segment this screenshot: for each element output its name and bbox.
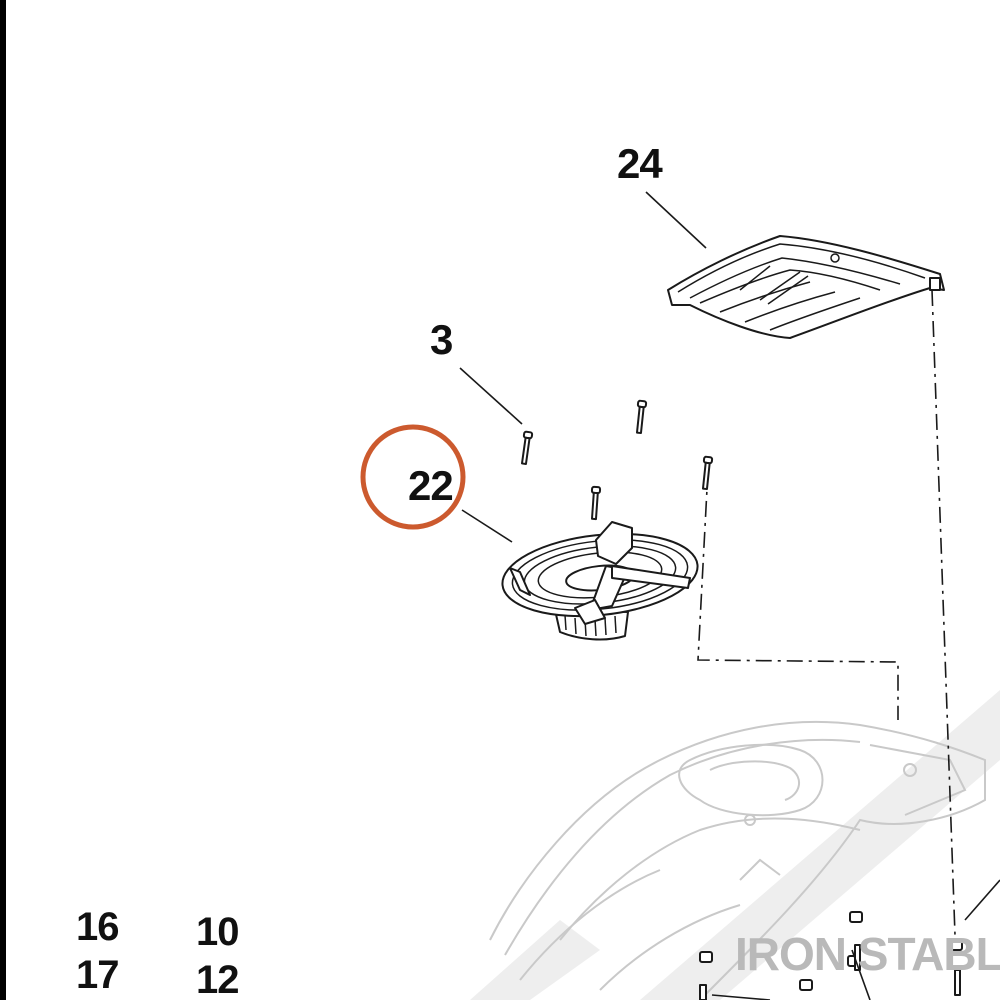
part-3-screws xyxy=(520,399,714,521)
part-24-grille-cover xyxy=(667,235,945,339)
callout-22: 22 xyxy=(408,462,453,509)
callout-24: 24 xyxy=(617,140,663,187)
leader-lines xyxy=(459,191,707,543)
callout-3: 3 xyxy=(430,316,452,363)
fairing-ghost-outline xyxy=(489,720,986,1000)
highlight-circle xyxy=(360,424,466,530)
bottom-hardware xyxy=(699,879,1000,1000)
left-border-rule xyxy=(0,0,6,1000)
index-number: 12 xyxy=(196,958,239,1000)
index-number: 10 xyxy=(196,910,239,954)
watermark-bands xyxy=(470,690,1000,1000)
index-number: 17 xyxy=(76,953,119,997)
assembly-lines xyxy=(697,289,956,936)
part-22-speaker xyxy=(501,521,699,641)
index-number: 16 xyxy=(76,905,119,949)
watermark-text: IRON STABLE xyxy=(735,928,1000,980)
